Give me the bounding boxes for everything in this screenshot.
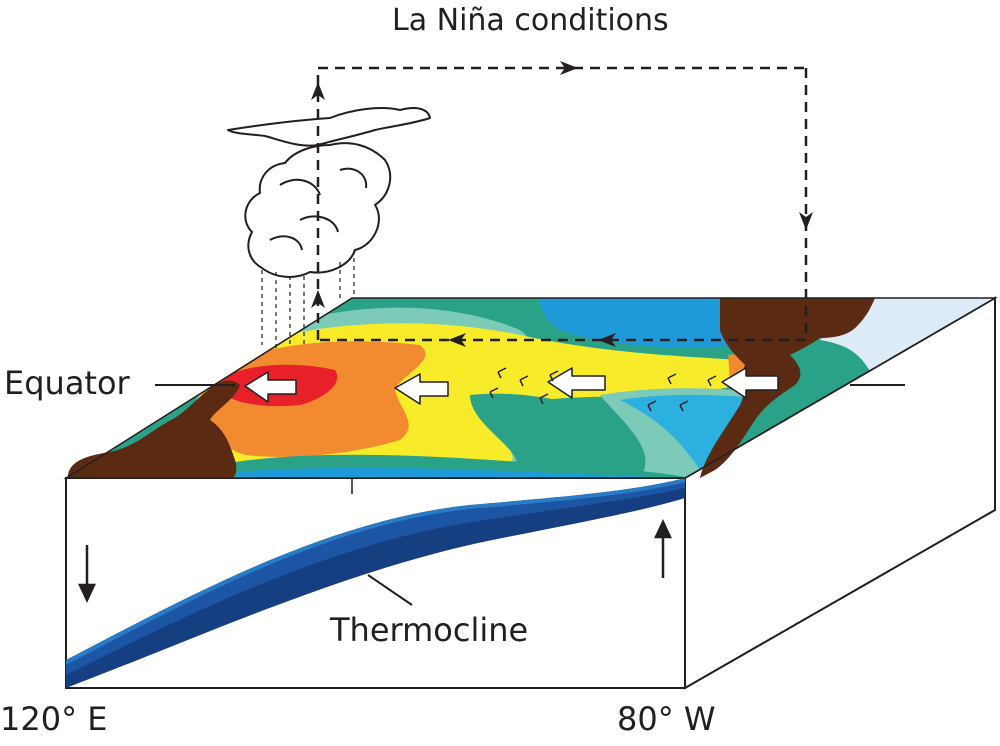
thermocline-layer (66, 478, 685, 688)
trade-wind-arrows (244, 367, 779, 405)
arrowhead-up-lower (311, 290, 325, 308)
land-west (68, 380, 240, 478)
arrowhead-left-west (448, 333, 466, 347)
land-masses (68, 298, 875, 478)
cloud-anvil (227, 107, 431, 147)
wind-arrow-3 (547, 367, 606, 399)
leader-lines (155, 384, 905, 606)
west-longitude-label: 120° E (0, 700, 108, 738)
band-blue-south-strip (235, 467, 680, 478)
cloud-tower (244, 142, 392, 278)
land-east (700, 298, 875, 478)
storm-cloud (227, 107, 431, 278)
thermocline-band (66, 478, 685, 688)
walker-circulation (316, 66, 808, 342)
east-longitude-label: 80° W (617, 700, 716, 738)
rain-lines (261, 250, 355, 348)
vertical-motion-arrows (78, 519, 672, 603)
arrowhead-right (560, 61, 578, 75)
arrowhead-left-east (598, 333, 616, 347)
wind-arrow-1 (244, 371, 297, 403)
cloud-detail (269, 167, 368, 251)
wind-arrow-2 (394, 373, 449, 405)
band-cool-blue-south (620, 394, 760, 470)
circulation-arrowheads (311, 61, 813, 347)
surface-current-arrows (489, 367, 717, 412)
wind-arrow-4 (721, 367, 779, 399)
equator-label: Equator (4, 364, 130, 402)
thermocline-leader (367, 574, 413, 606)
arrowhead-up-upper (311, 82, 325, 100)
diagram-title: La Niña conditions (392, 3, 669, 38)
band-teal-mid (470, 393, 667, 478)
thermocline-band-lower (66, 488, 685, 688)
arrowhead-down (799, 212, 813, 230)
thermocline-label: Thermocline (330, 611, 529, 649)
surface-outline (63, 297, 998, 479)
